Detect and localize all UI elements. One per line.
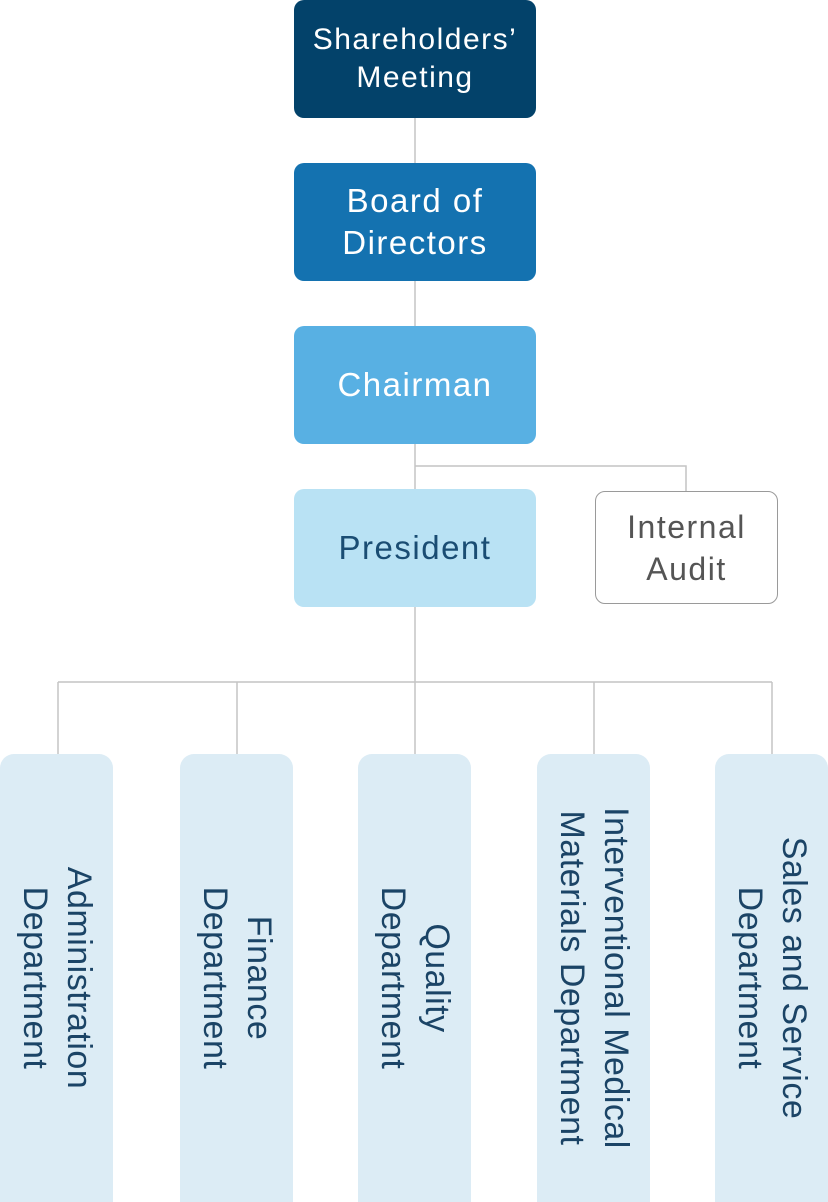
shareholders-label-line1: Shareholders’ — [312, 23, 518, 56]
sales-and-service-department-box: Sales and Service Department — [715, 754, 828, 1202]
shareholders-label-line2: Meeting — [356, 61, 474, 94]
internal-audit-label-line1: Internal — [627, 508, 746, 545]
dept-label-line1: Quality — [417, 923, 456, 1033]
chairman-box: Chairman — [294, 326, 536, 444]
dept-label-line2: Department — [15, 886, 54, 1070]
board-of-directors-box: Board of Directors — [294, 163, 536, 281]
quality-department-box: Quality Department — [358, 754, 471, 1202]
finance-department-box: Finance Department — [180, 754, 293, 1202]
dept-label-line1: Administration — [59, 866, 98, 1090]
internal-audit-label-line2: Audit — [646, 550, 727, 587]
president-label: President — [338, 529, 492, 566]
interventional-medical-materials-department-box: Interventional Medical Materials Departm… — [537, 754, 650, 1202]
dept-label-line2: Department — [730, 886, 769, 1070]
board-label-line2: Directors — [342, 224, 488, 261]
dept-label-line2: Department — [373, 886, 412, 1070]
shareholders-meeting-box: Shareholders’ Meeting — [294, 0, 536, 118]
dept-label-line2: Materials Department — [552, 810, 591, 1146]
dept-label-line1: Interventional Medical — [596, 807, 635, 1149]
internal-audit-box: Internal Audit — [595, 491, 778, 604]
dept-label-line2: Department — [195, 886, 234, 1070]
dept-label-line1: Finance — [239, 915, 278, 1041]
chairman-label: Chairman — [337, 366, 493, 403]
board-label-line1: Board of — [346, 182, 484, 219]
dept-label-line1: Sales and Service — [774, 836, 813, 1120]
connector-chairman-audit — [415, 465, 687, 491]
president-box: President — [294, 489, 536, 607]
administration-department-box: Administration Department — [0, 754, 113, 1202]
